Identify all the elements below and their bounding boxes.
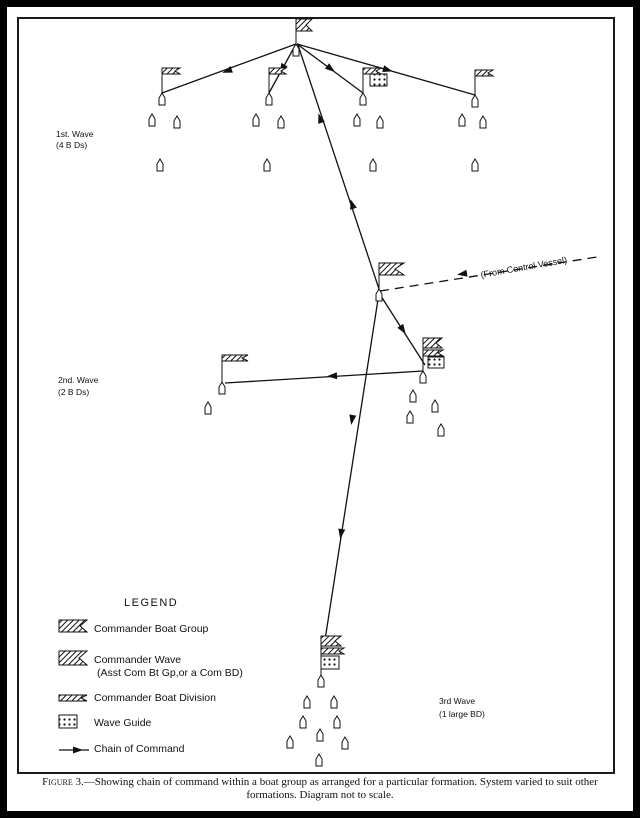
legend-wave-guide-icon	[58, 714, 78, 729]
legend-title: LEGEND	[124, 597, 179, 609]
arrow-to-bd1	[222, 66, 233, 73]
legend-chain-arrow-icon	[73, 746, 83, 754]
boat	[252, 113, 260, 127]
figure-page: 1st. Wave (4 B Ds) 2nd. Wave (2 B Ds) 3r…	[7, 7, 633, 811]
boat	[333, 715, 341, 729]
boat	[148, 113, 156, 127]
arrow-to-3rd-wave-lower	[338, 528, 346, 539]
boat	[204, 401, 212, 415]
boat	[409, 389, 417, 403]
legend-commander-wave-icon	[58, 650, 89, 666]
boat	[330, 695, 338, 709]
boat	[173, 115, 181, 129]
boat	[406, 410, 414, 424]
commander-boat-group-unit	[292, 18, 314, 57]
figure-caption: Figure 3.—Showing chain of command withi…	[25, 776, 615, 802]
legend-item-commander-wave: Commander Wave	[94, 654, 182, 666]
boat	[437, 423, 445, 437]
arrow-to-2nd-wave	[397, 323, 406, 335]
boat	[341, 736, 349, 750]
chain-of-command-diagram	[58, 18, 598, 767]
boat	[156, 158, 164, 172]
bd2-leader	[265, 67, 288, 106]
caption-lead: Figure 3.	[42, 776, 84, 788]
boat	[479, 115, 487, 129]
legend-symbols	[58, 619, 89, 754]
second-wave-commander-unit	[419, 337, 445, 384]
third-wave-commander-unit	[317, 635, 346, 688]
bd4-leader	[471, 69, 495, 108]
bd3-leader	[359, 67, 388, 106]
arrow-to-bd3	[324, 63, 335, 73]
second-wave-division-leader	[218, 354, 249, 395]
third-wave-detail: (1 large BD)	[439, 709, 485, 719]
boat	[277, 115, 285, 129]
first-wave-boats	[148, 113, 487, 172]
boat	[471, 158, 479, 172]
arrow-to-3rd-wave-upper	[349, 414, 357, 425]
first-wave-title: 1st. Wave	[56, 129, 94, 139]
second-wave-title: 2nd. Wave	[58, 375, 99, 385]
boat	[376, 115, 384, 129]
boat	[458, 113, 466, 127]
legend-item-wave-guide: Wave Guide	[94, 717, 152, 729]
legend-item-commander-wave-sub: (Asst Com Bt Gp,or a Com BD)	[97, 667, 243, 679]
boat	[316, 728, 324, 742]
chain-lines	[161, 43, 598, 641]
first-wave-division-leaders	[158, 67, 495, 108]
line-cw-to-3rd-wave	[324, 292, 380, 641]
boat	[263, 158, 271, 172]
caption-text: —Showing chain of command within a boat …	[83, 776, 598, 802]
legend-item-commander-boat-group: Commander Boat Group	[94, 623, 209, 635]
arrow-to-2nd-wave-bd	[327, 372, 338, 380]
boat	[315, 753, 323, 767]
legend-item-chain-of-command: Chain of Command	[94, 743, 185, 755]
line-2nd-wave-to-bd	[224, 370, 424, 384]
first-wave-detail: (4 B Ds)	[56, 140, 88, 150]
bd1-leader	[158, 67, 182, 106]
arrow-to-cbg-lower	[350, 199, 357, 210]
second-wave-boats	[204, 389, 445, 437]
boat	[286, 735, 294, 749]
third-wave-boats	[286, 695, 349, 767]
arrow-from-control	[457, 269, 468, 277]
legend-commander-boat-group-icon	[58, 619, 89, 633]
boat	[353, 113, 361, 127]
line-from-control-vessel	[379, 256, 598, 292]
chain-arrows	[222, 62, 468, 539]
arrow-to-cbg-upper	[318, 113, 325, 124]
second-wave-detail: (2 B Ds)	[58, 387, 90, 397]
legend-item-commander-boat-division: Commander Boat Division	[94, 692, 216, 704]
arrow-to-bd4	[382, 65, 393, 72]
commander-wave-unit	[375, 262, 406, 302]
boat	[369, 158, 377, 172]
boat	[303, 695, 311, 709]
third-wave-title: 3rd Wave	[439, 696, 476, 706]
legend-commander-boat-division-icon	[58, 694, 88, 702]
line-cw-to-cbg	[297, 44, 380, 290]
figure-frame	[17, 17, 615, 774]
boat	[431, 399, 439, 413]
boat	[299, 715, 307, 729]
